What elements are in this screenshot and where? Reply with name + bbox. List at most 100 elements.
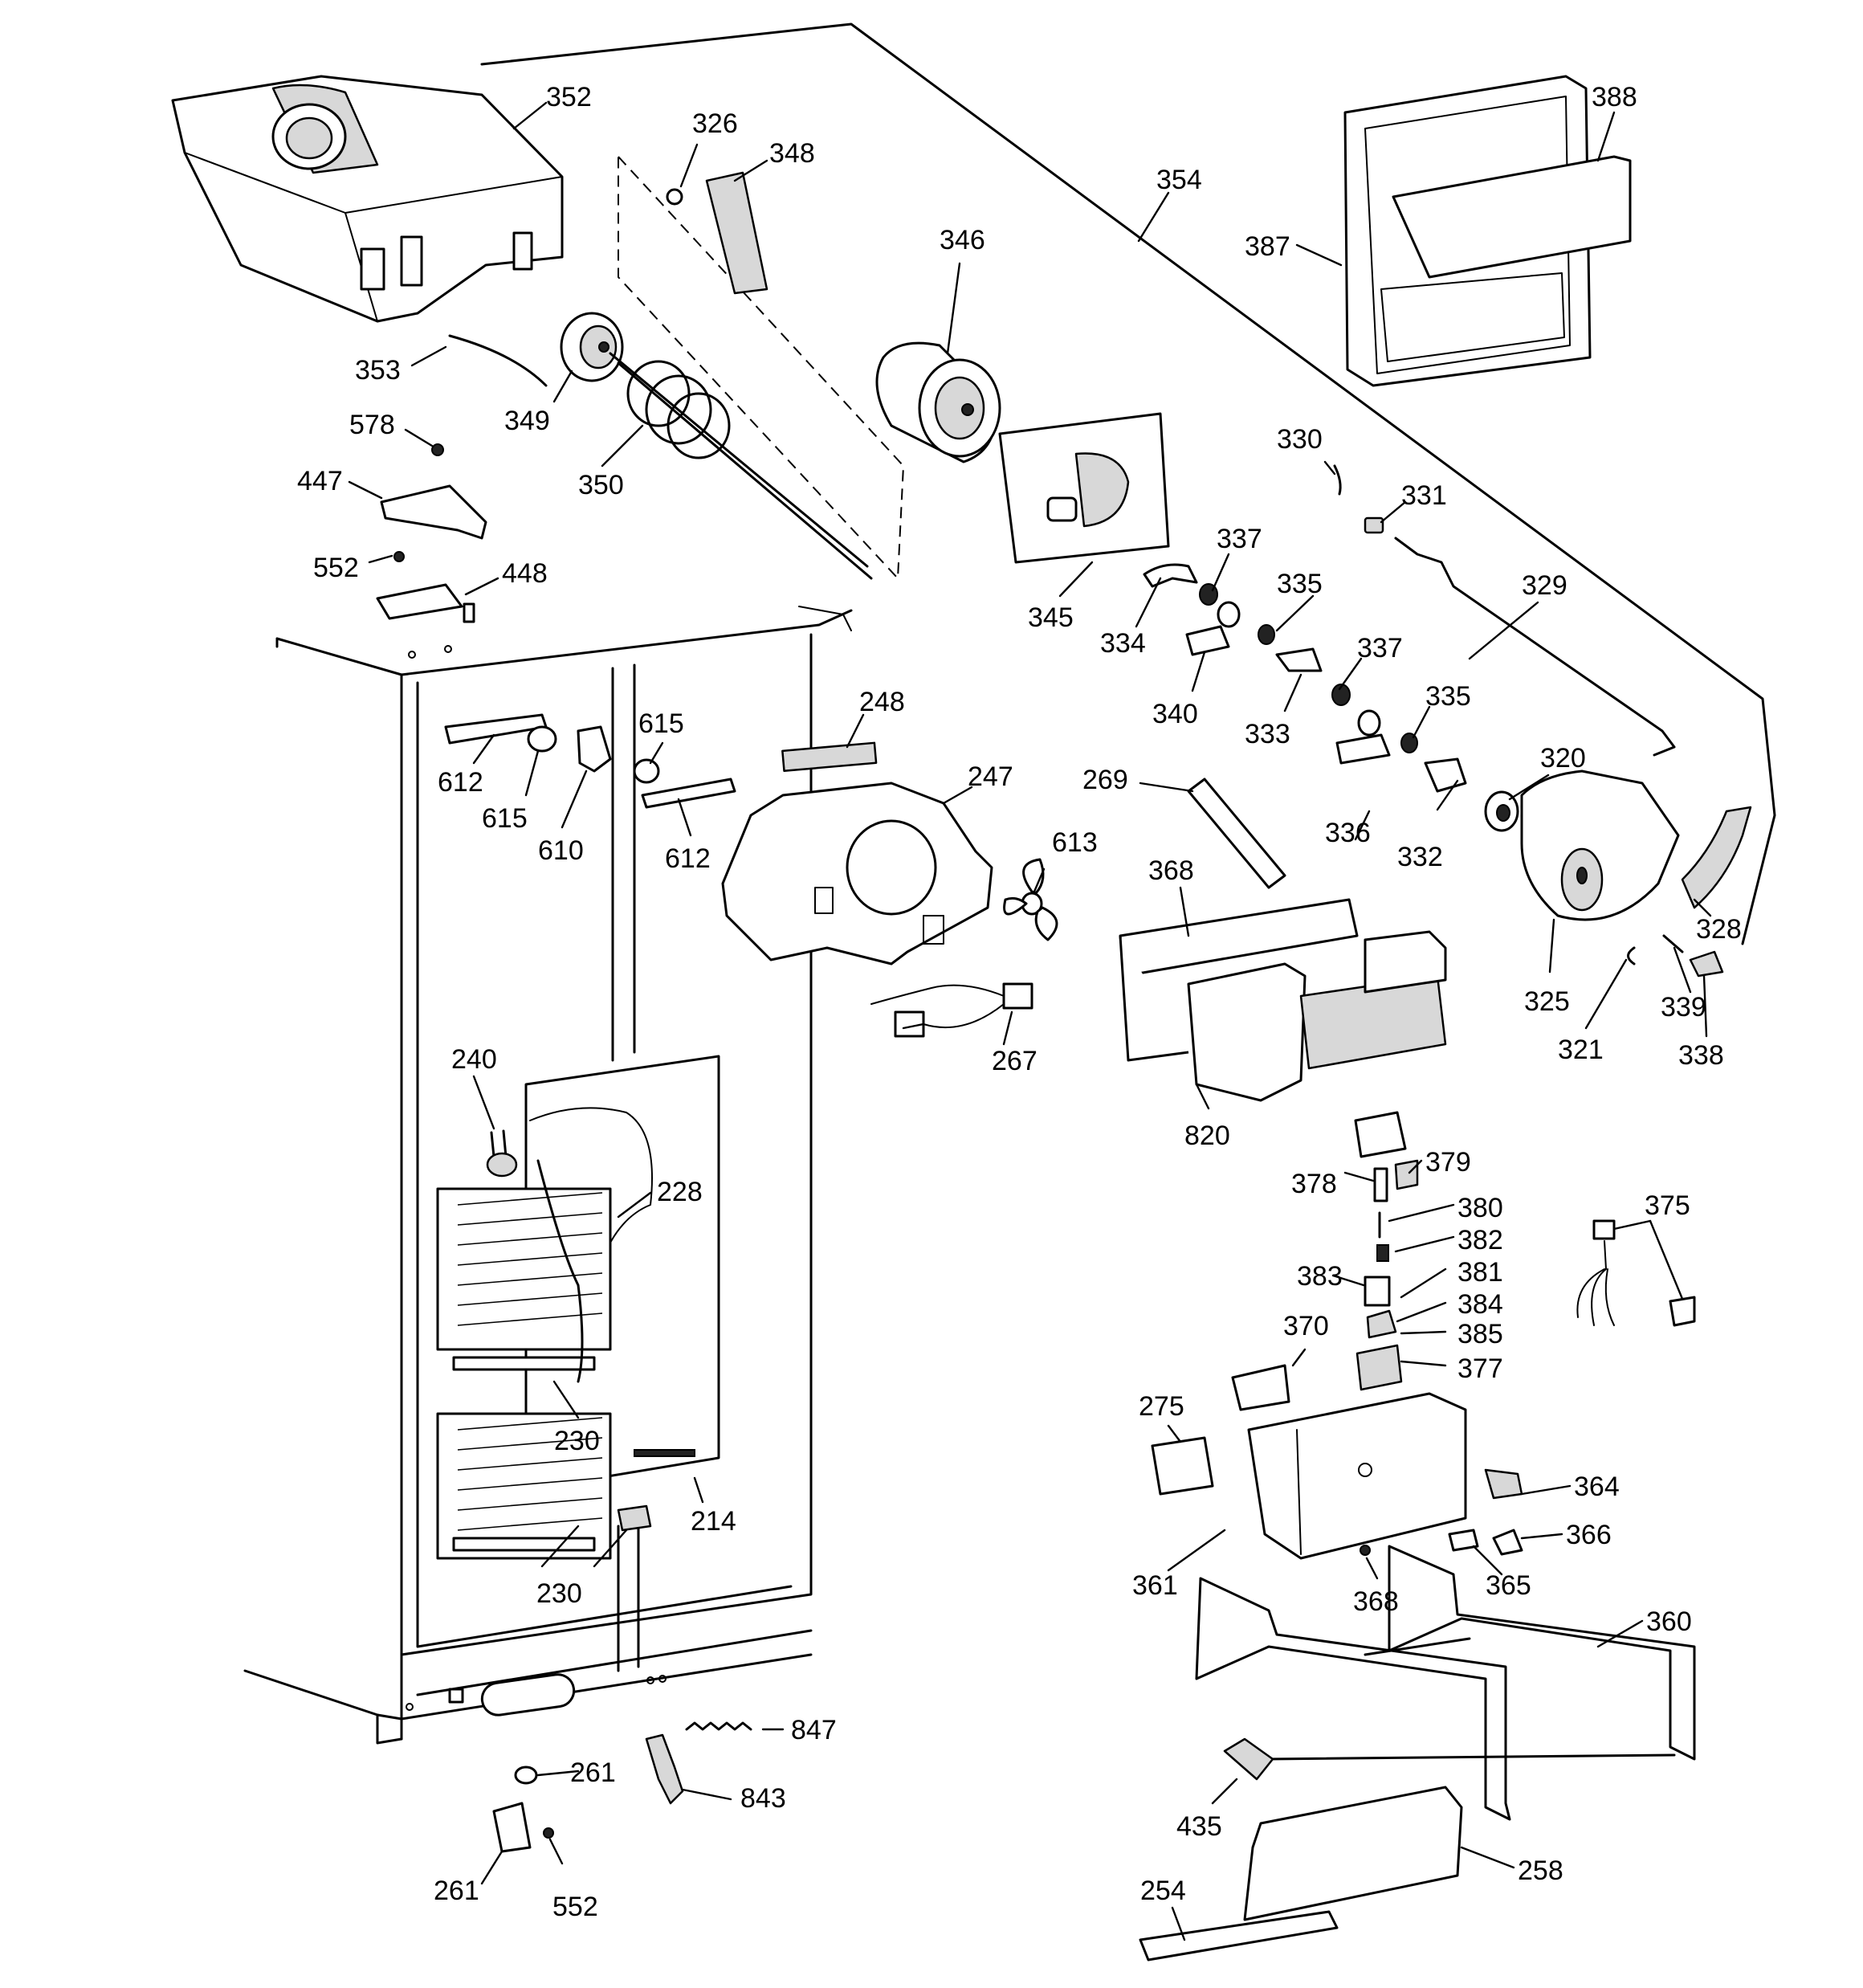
part-329-wire-arm (1333, 464, 1676, 757)
freezer-cabinet (243, 22, 1776, 1745)
callout-381: 381 (1457, 1257, 1503, 1288)
callout-385: 385 (1457, 1319, 1503, 1349)
callout-330: 330 (1277, 424, 1323, 455)
callout-346: 346 (940, 225, 985, 255)
part-228-evaporator (436, 1187, 612, 1560)
ice-bucket (171, 75, 564, 323)
part-258-chute-door (1243, 1786, 1463, 1921)
callout-610: 610 (538, 835, 584, 866)
callout-612: 612 (438, 767, 483, 798)
part-552-screw (543, 1827, 554, 1839)
callout-354: 354 (1156, 165, 1202, 195)
callout-379: 379 (1425, 1147, 1471, 1178)
callout-329: 329 (1522, 570, 1567, 601)
callout-843: 843 (740, 1783, 786, 1814)
callout-261: 261 (570, 1757, 616, 1788)
callout-613: 613 (1052, 827, 1098, 858)
callout-349: 349 (504, 406, 550, 436)
callout-352: 352 (546, 82, 592, 112)
callout-340: 340 (1152, 699, 1198, 729)
part-843-lever (645, 1733, 684, 1805)
part-230-bracket (617, 1504, 652, 1532)
callout-377: 377 (1457, 1353, 1503, 1384)
part-321-clip (1627, 946, 1636, 965)
part-339-pin (1662, 934, 1684, 953)
callout-353: 353 (355, 355, 401, 386)
callout-820: 820 (1184, 1121, 1230, 1151)
callout-336: 336 (1325, 818, 1371, 848)
part-350-auger (609, 352, 873, 580)
callout-348: 348 (769, 138, 815, 169)
callout-552: 552 (552, 1892, 598, 1922)
part-435-lever (1223, 1737, 1274, 1781)
callout-615: 615 (482, 803, 528, 834)
callout-248: 248 (859, 687, 905, 717)
leader-lines (348, 101, 1712, 1941)
callout-380: 380 (1457, 1193, 1503, 1223)
callout-230: 230 (536, 1578, 582, 1609)
callout-321: 321 (1558, 1035, 1604, 1065)
callout-230: 230 (554, 1426, 600, 1456)
part-261-hinge (492, 1802, 532, 1853)
callout-247: 247 (968, 761, 1013, 792)
callout-364: 364 (1574, 1472, 1620, 1502)
callout-345: 345 (1028, 602, 1074, 633)
callout-269: 269 (1082, 765, 1128, 795)
callout-366: 366 (1566, 1520, 1612, 1550)
callout-365: 365 (1486, 1570, 1531, 1601)
callout-847: 847 (791, 1715, 837, 1745)
callout-578: 578 (349, 410, 395, 440)
part-388-flap (1392, 155, 1632, 279)
callout-335: 335 (1277, 569, 1323, 599)
part-267-harness (870, 982, 1033, 1038)
part-361-bracket (1151, 1364, 1523, 1560)
callout-261: 261 (434, 1876, 479, 1906)
callout-435: 435 (1176, 1811, 1222, 1842)
callout-615: 615 (638, 708, 684, 739)
wall-brackets (444, 713, 736, 809)
callout-214: 214 (691, 1506, 736, 1537)
callout-328: 328 (1696, 914, 1742, 945)
callout-337: 337 (1217, 524, 1262, 554)
callout-326: 326 (692, 108, 738, 139)
part-325-motor-housing (1484, 769, 1680, 921)
part-375-harness (1576, 1219, 1696, 1327)
part-240-sensor (486, 1129, 584, 1383)
callout-383: 383 (1297, 1261, 1343, 1292)
part-613-fan-blade (1003, 858, 1058, 941)
callout-350: 350 (578, 470, 624, 500)
part-247-fan-shroud (721, 741, 993, 965)
callout-375: 375 (1645, 1190, 1690, 1221)
callout-448: 448 (502, 558, 548, 589)
part-338-switch (1689, 950, 1724, 978)
callout-337: 337 (1357, 633, 1403, 663)
part-353-clip (448, 334, 548, 387)
callout-320: 320 (1540, 743, 1586, 774)
callout-334: 334 (1100, 628, 1146, 659)
callout-361: 361 (1132, 1570, 1178, 1601)
part-349-bearing (560, 312, 624, 382)
actuator-cams (1143, 563, 1467, 793)
callout-368: 368 (1353, 1586, 1399, 1617)
part-326-washer (666, 188, 683, 206)
callout-267: 267 (992, 1046, 1037, 1076)
callout-612: 612 (665, 843, 711, 874)
callout-338: 338 (1678, 1040, 1724, 1071)
part-820-ice-maker (1119, 898, 1447, 1102)
callout-333: 333 (1245, 719, 1290, 749)
callout-384: 384 (1457, 1289, 1503, 1320)
part-328-cover (1681, 806, 1752, 909)
callout-552: 552 (313, 553, 359, 583)
part-348-plate (705, 171, 768, 295)
part-447-bracket (376, 443, 487, 623)
part-346-drum (875, 341, 1001, 463)
callout-258: 258 (1518, 1855, 1563, 1886)
callout-378: 378 (1291, 1169, 1337, 1199)
water-valve-parts (1354, 1111, 1419, 1391)
callout-labels: 352 326 348 346 354 388 387 353 349 350 … (297, 82, 1742, 1922)
callout-275: 275 (1139, 1391, 1184, 1422)
part-847-spring (685, 1721, 752, 1731)
callout-332: 332 (1397, 842, 1443, 872)
part-345-bracket-plate (998, 412, 1170, 564)
